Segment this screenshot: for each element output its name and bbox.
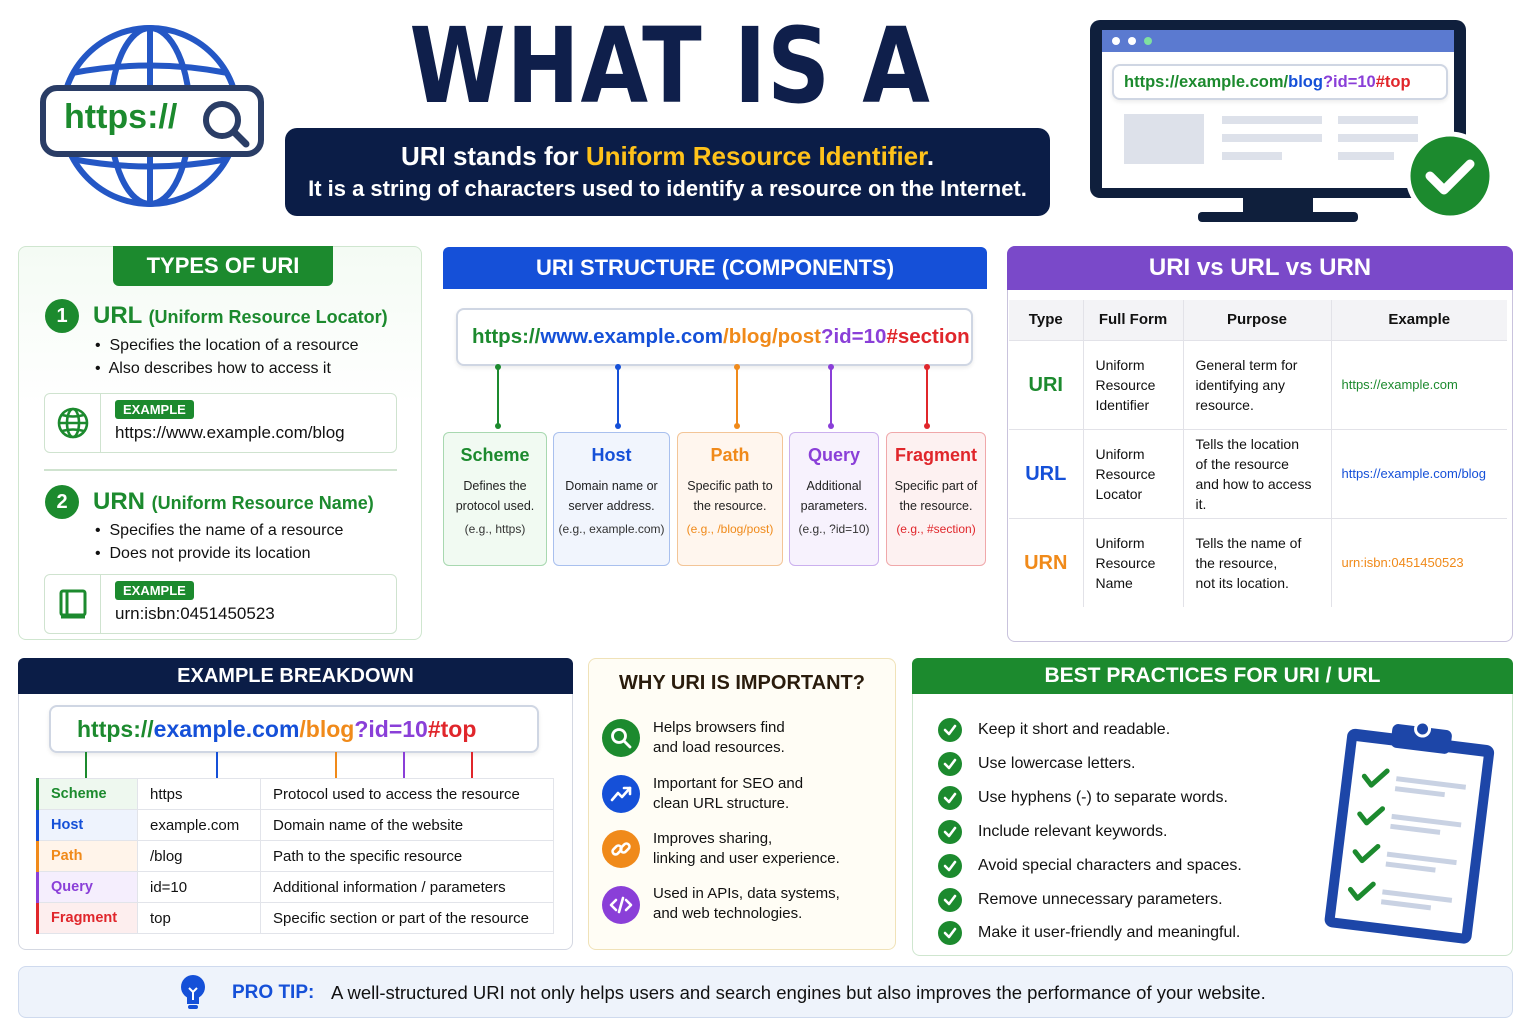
monitor-address-bar[interactable]: https://example.com/blog?id=10#top bbox=[1112, 64, 1448, 100]
breakdown-url-bar[interactable]: https://example.com/blog?id=10#top bbox=[49, 705, 539, 753]
clipboard-checklist-icon bbox=[1318, 716, 1498, 951]
globe-https-text: https:// bbox=[64, 98, 178, 136]
list-item: Avoid special characters and spaces. bbox=[938, 849, 1242, 883]
check-icon bbox=[938, 786, 962, 810]
urn-number-badge: 2 bbox=[45, 485, 79, 519]
best-title: BEST PRACTICES FOR URI / URL bbox=[912, 658, 1513, 694]
lightbulb-icon bbox=[177, 972, 209, 1017]
example-label: EXAMPLE bbox=[115, 400, 194, 419]
urn-example-value: urn:isbn:0451450523 bbox=[115, 604, 275, 623]
globe-search-icon bbox=[40, 18, 268, 214]
list-item: Remove unnecessary parameters. bbox=[938, 883, 1242, 916]
urn-bullet-2: • Does not provide its location bbox=[95, 545, 311, 562]
why-item-3: Improves sharing,linking and user experi… bbox=[653, 830, 840, 867]
pro-tip-label: PRO TIP: bbox=[232, 982, 315, 1003]
col-example: Example bbox=[1331, 300, 1507, 340]
urn-bullet-1: • Specifies the name of a resource bbox=[95, 522, 344, 539]
list-item: Keep it short and readable. bbox=[938, 713, 1242, 747]
trend-up-icon bbox=[602, 775, 640, 813]
urn-type-name: URN (Uniform Resource Name) bbox=[93, 488, 374, 515]
book-icon bbox=[45, 575, 101, 633]
list-item: Use hyphens (-) to separate words. bbox=[938, 781, 1242, 815]
code-icon bbox=[602, 886, 640, 924]
structure-title: URI STRUCTURE (COMPONENTS) bbox=[443, 247, 987, 289]
check-icon bbox=[938, 820, 962, 844]
breakdown-connectors bbox=[85, 752, 473, 778]
check-icon bbox=[938, 920, 962, 945]
check-icon bbox=[938, 718, 962, 742]
monitor-illustration bbox=[1088, 18, 1498, 228]
divider bbox=[44, 469, 397, 471]
why-item-4: Used in APIs, data systems,and web techn… bbox=[653, 885, 840, 922]
why-title: WHY URI IS IMPORTANT? bbox=[619, 672, 865, 694]
compare-title: URI vs URL vs URN bbox=[1007, 246, 1513, 290]
pro-tip-bar bbox=[18, 966, 1513, 1018]
check-icon bbox=[938, 752, 962, 776]
list-item: Include relevant keywords. bbox=[938, 815, 1242, 849]
link-icon bbox=[602, 830, 640, 868]
list-item: Use lowercase letters. bbox=[938, 747, 1242, 781]
check-icon bbox=[938, 887, 962, 912]
url-type-name: URL (Uniform Resource Locator) bbox=[93, 302, 388, 329]
col-type: Type bbox=[1009, 300, 1084, 340]
structure-url-bar[interactable]: https://www.example.com/blog/post?id=10#… bbox=[456, 308, 973, 366]
url-example-value: https://www.example.com/blog bbox=[115, 423, 345, 442]
url-bullet-2: • Also describes how to access it bbox=[95, 360, 331, 377]
check-icon bbox=[938, 854, 962, 878]
col-full-form: Full Form bbox=[1083, 300, 1184, 340]
url-bullet-1: • Specifies the location of a resource bbox=[95, 337, 359, 354]
urn-example-box: EXAMPLE urn:isbn:0451450523 bbox=[44, 574, 397, 634]
breakdown-title: EXAMPLE BREAKDOWN bbox=[18, 658, 573, 694]
url-number-badge: 1 bbox=[45, 299, 79, 333]
list-item: Make it user-friendly and meaningful. bbox=[938, 916, 1242, 949]
types-title: TYPES OF URI bbox=[113, 246, 333, 286]
best-list: Keep it short and readable. Use lowercas… bbox=[938, 713, 1242, 949]
example-label: EXAMPLE bbox=[115, 581, 194, 600]
compare-table: Type Full Form Purpose Example URI Unifo… bbox=[1009, 300, 1507, 607]
url-example-box: EXAMPLE https://www.example.com/blog bbox=[44, 393, 397, 453]
definition-banner: URI stands for Uniform Resource Identifi… bbox=[285, 128, 1050, 216]
col-purpose: Purpose bbox=[1183, 300, 1332, 340]
structure-connectors bbox=[495, 364, 930, 429]
pro-tip-text: A well-structured URI not only helps use… bbox=[331, 982, 1266, 1003]
globe-icon bbox=[45, 394, 101, 452]
search-icon bbox=[602, 719, 640, 757]
